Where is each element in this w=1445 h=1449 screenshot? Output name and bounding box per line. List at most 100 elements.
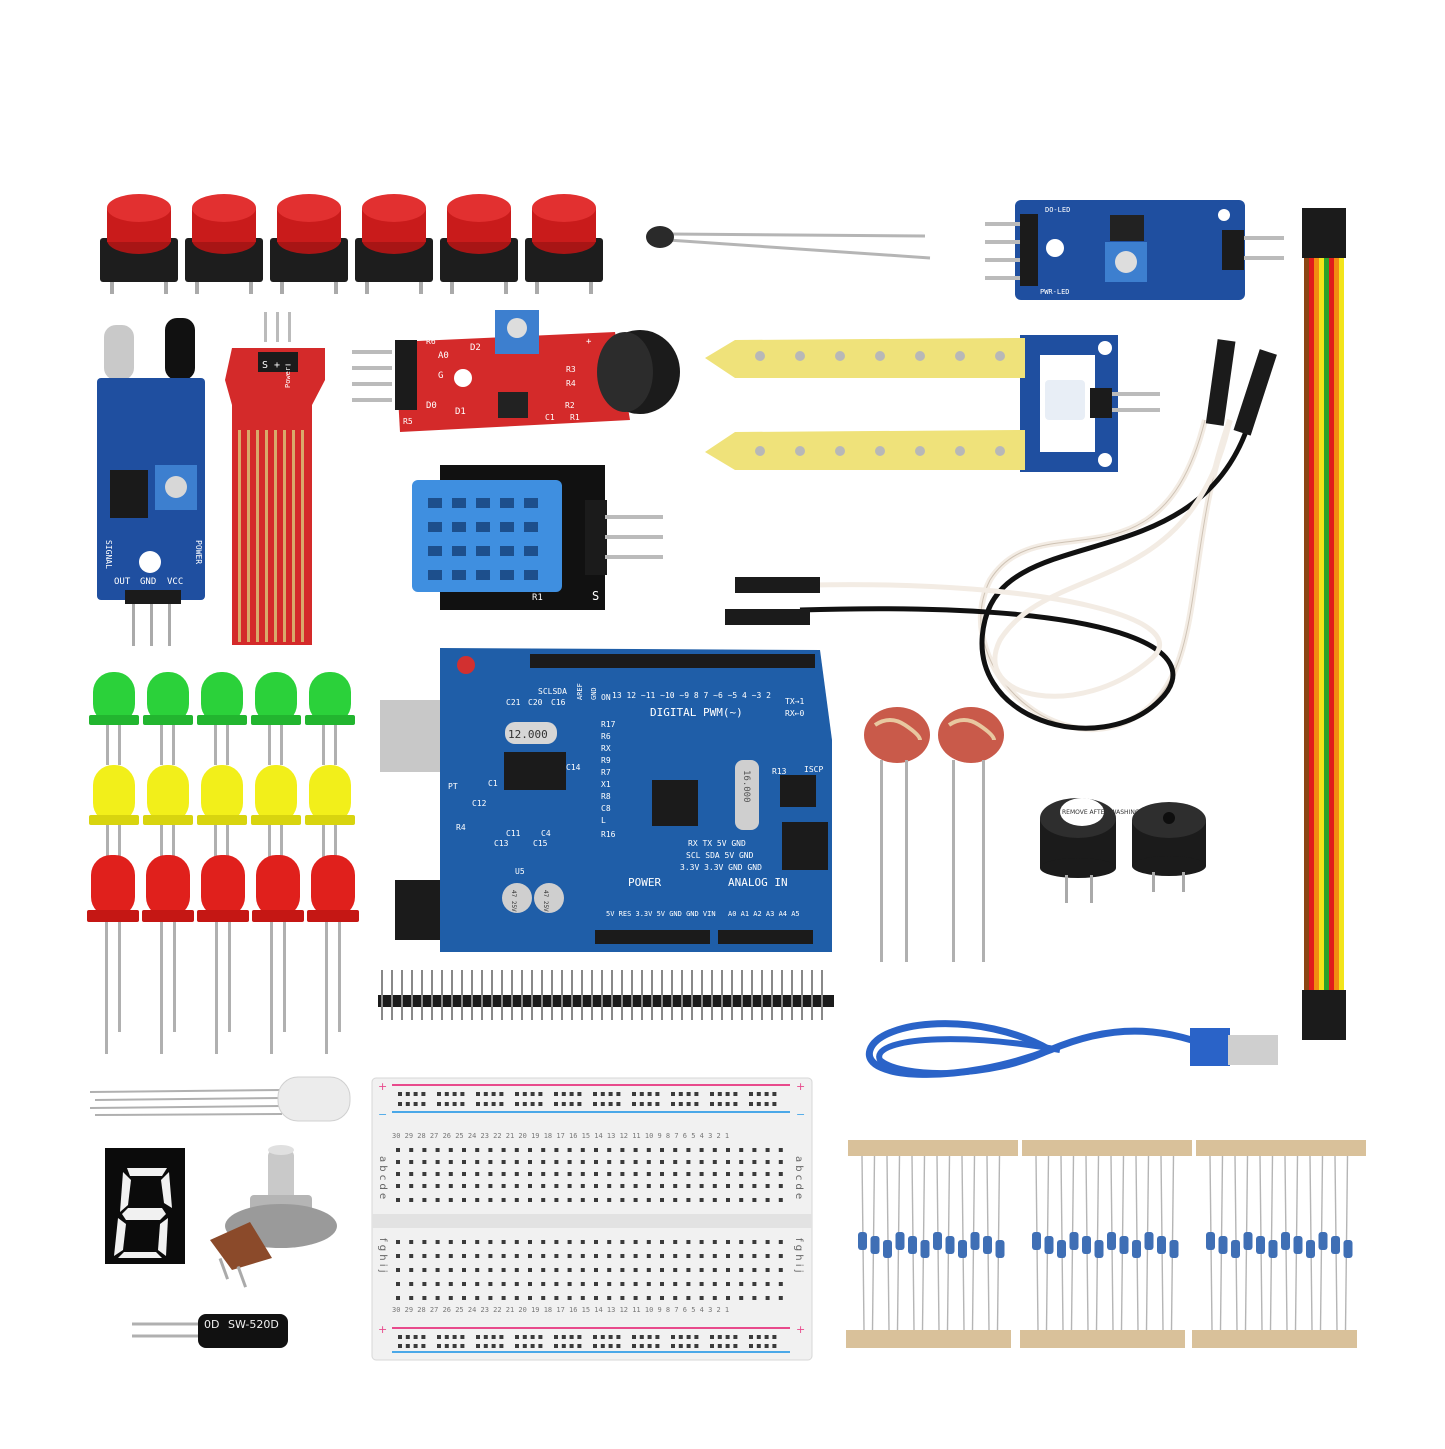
board-r16-label: R16	[601, 830, 616, 839]
water-power-label: Power	[284, 367, 292, 388]
sound-d1-label: D1	[455, 407, 466, 417]
board-crystal2-label: 16.000	[741, 770, 751, 803]
bb-minus-tl: −	[378, 1108, 387, 1121]
ir-signal-label: SIGNAL	[104, 540, 113, 569]
rgb-led	[89, 1076, 351, 1122]
board-on-label: ON	[601, 693, 611, 702]
board-c13-label: C13	[494, 839, 509, 848]
board-analog-label: ANALOG IN	[728, 876, 788, 889]
sound-r4-label: R4	[566, 379, 576, 388]
sound-r3-label: R3	[566, 365, 576, 374]
sound-r2-label: R2	[565, 401, 575, 410]
board-r17-label: R17	[601, 720, 616, 729]
bb-plus-br: +	[796, 1323, 805, 1336]
buzzers: REMOVE AFTER WASHING	[1040, 798, 1206, 903]
sound-c1-label: C1	[545, 413, 555, 422]
sound-d0-label: D0	[426, 401, 437, 411]
photoresistors	[864, 707, 1004, 962]
arduino-uno-board: 12.000 16.000 DIGITAL PWM(~) POWER ANALO…	[380, 648, 832, 952]
resistor-bundles	[846, 1140, 1366, 1348]
board-c12-label: C12	[472, 799, 487, 808]
pin-header-strip	[378, 970, 834, 1020]
tilt-label: SW-520D	[228, 1318, 279, 1331]
sound-r6-label: R6	[426, 337, 436, 346]
board-tx-label: TX→1	[785, 697, 804, 706]
board-pins-analog-label: A0 A1 A2 A3 A4 A5	[728, 910, 800, 918]
dht-s-label: S	[592, 589, 599, 603]
ir-out-label: OUT	[114, 577, 131, 587]
board-cap1-label: 47 25V	[510, 890, 517, 912]
board-pins-power-label: 5V RES 3.3V 5V GND GND VIN	[606, 910, 716, 918]
board-u5-label: U5	[515, 867, 525, 876]
board-i2c-row2: SCL SDA 5V GND	[686, 851, 754, 860]
breadboard: + + − − + + a b c d e a b c d e f g h i …	[371, 1077, 813, 1361]
ir-power-label: POWER	[194, 540, 203, 564]
board-c14-label: C14	[566, 763, 581, 772]
bb-plus-bl: +	[378, 1323, 387, 1336]
sound-r1-label: R1	[570, 413, 580, 422]
board-gnd-label: GND	[590, 687, 598, 700]
board-c4-label: C4	[541, 829, 551, 838]
board-pt-label: PT	[448, 782, 458, 791]
board-r8-label: R8	[601, 792, 611, 801]
board-r6-label: R6	[601, 732, 611, 741]
board-aref-label: AREF	[576, 683, 584, 700]
board-rx-led-label: RX	[601, 744, 611, 753]
water-plus-label: +	[274, 360, 280, 371]
sound-a0-label: A0	[438, 351, 449, 361]
board-power-label: POWER	[628, 876, 661, 889]
board-icsp-label: ISCP	[804, 765, 823, 774]
soil-moisture-probe	[705, 335, 1160, 472]
board-r13-label: R13	[772, 767, 787, 776]
board-c1-label: C1	[488, 779, 498, 788]
tilt-label-left: 0D	[204, 1318, 219, 1331]
bb-plus-tl: +	[378, 1080, 387, 1093]
tactile-buttons	[100, 194, 603, 294]
board-c8-label: C8	[601, 804, 611, 813]
board-i2c-row1: RX TX 5V GND	[688, 839, 746, 848]
board-l-label: L	[601, 816, 606, 825]
bb-plus-tr: +	[796, 1080, 805, 1093]
board-pins-top-label: 13 12 ~11 ~10 ~9 8 7 ~6 ~5 4 ~3 2	[612, 691, 771, 700]
board-c21-label: C21	[506, 698, 521, 707]
dht-r1-label: R1	[532, 593, 543, 603]
tilt-switch: 0D SW-520D	[132, 1314, 288, 1348]
board-rx-label: RX←0	[785, 709, 804, 718]
led-array	[87, 672, 359, 1054]
sound-plus-label: +	[586, 337, 592, 347]
board-r7-label: R7	[601, 768, 611, 777]
board-c11-label: C11	[506, 829, 521, 838]
bb-rows-top-right: a b c d e	[793, 1156, 804, 1199]
bb-col-numbers-bottom: 30 29 28 27 26 25 24 23 22 21 20 19 18 1…	[392, 1306, 729, 1314]
water-s-label: S	[262, 360, 268, 371]
board-c20-label: C20	[528, 698, 543, 707]
buzzer-sticker-label: REMOVE AFTER WASHING	[1062, 809, 1140, 816]
board-scl-sda-label: SCLSDA	[538, 687, 567, 696]
thermistor	[646, 226, 931, 260]
bb-rows-bottom-right: f g h i j	[793, 1238, 804, 1272]
dht11-sensor: S R1	[412, 465, 663, 610]
bb-col-numbers-top: 30 29 28 27 26 25 24 23 22 21 20 19 18 1…	[392, 1132, 729, 1140]
board-x1-label: X1	[601, 780, 611, 789]
usb-cable	[865, 1020, 1278, 1078]
potentiometer	[210, 1145, 337, 1288]
bb-minus-tr: −	[796, 1108, 805, 1121]
sound-g-label: G	[438, 371, 443, 381]
water-minus-label: −	[285, 360, 291, 371]
board-c15-label: C15	[533, 839, 548, 848]
board-cap2-label: 47 25V	[542, 890, 549, 912]
sound-r5-label: R5	[403, 417, 413, 426]
board-r4-label: R4	[456, 823, 466, 832]
board-digital-label: DIGITAL PWM(~)	[650, 706, 743, 719]
seven-segment-display	[105, 1148, 185, 1264]
ir-obstacle-module: OUT GND VCC SIGNAL POWER	[97, 318, 205, 646]
water-level-sensor: S + − Power	[225, 312, 325, 645]
bb-rows-bottom-left: f g h i j	[377, 1238, 388, 1272]
breadboard-holes	[396, 1092, 783, 1348]
board-c16-label: C16	[551, 698, 566, 707]
soil-do-led-label: DO-LED	[1045, 206, 1070, 214]
board-r9-label: R9	[601, 756, 611, 765]
dupont-ribbon-cable	[1302, 208, 1346, 1040]
board-crystal-label: 12.000	[508, 728, 548, 741]
